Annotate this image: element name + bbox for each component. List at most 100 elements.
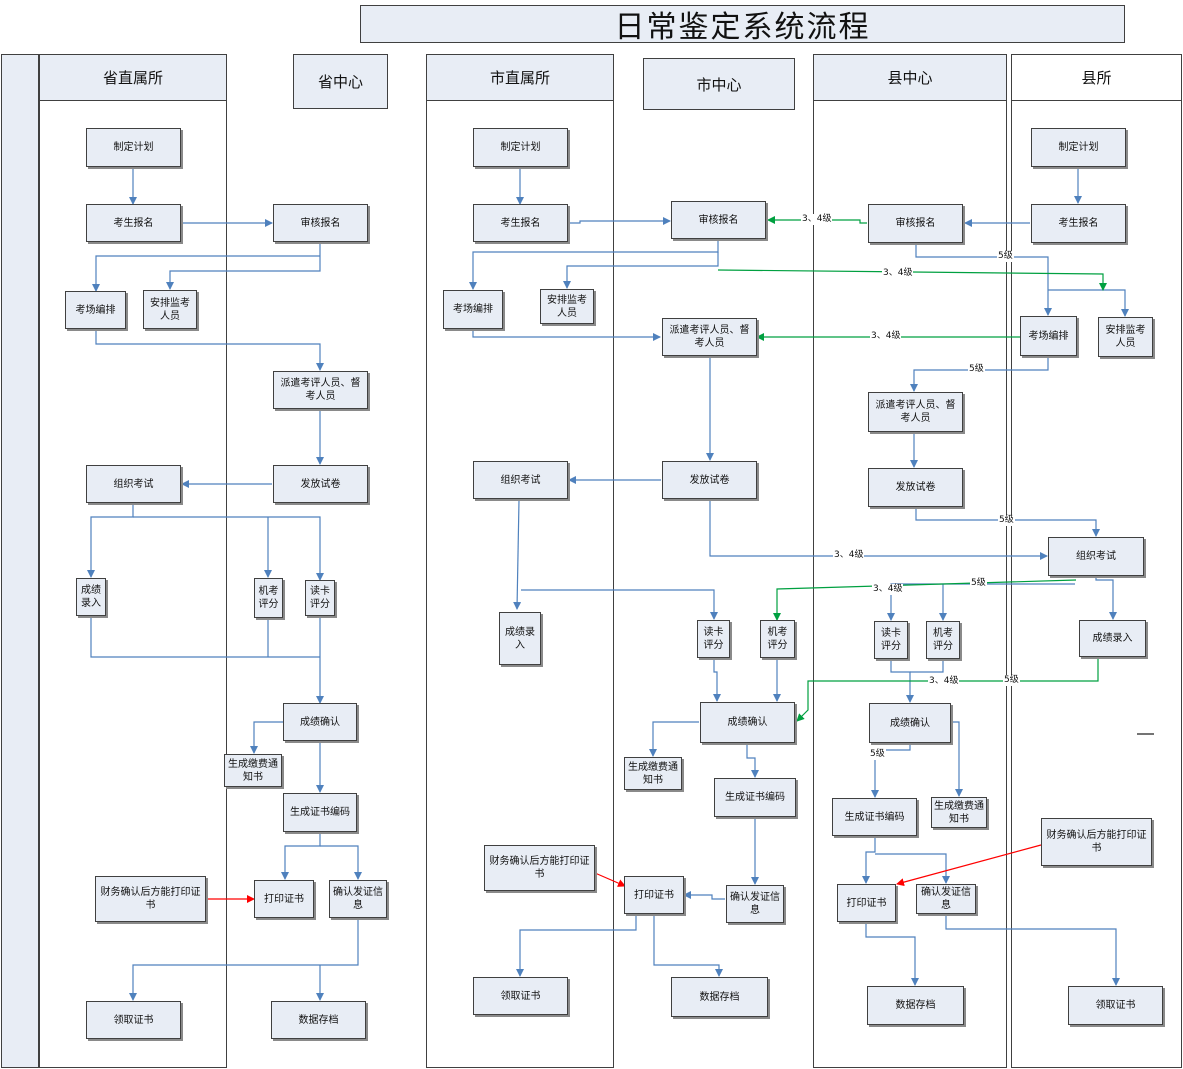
node-archive: 数据存档 [271, 1001, 366, 1039]
edge [871, 743, 911, 798]
node-print: 打印证书 [837, 884, 896, 922]
node-dispatch: 派遣考评人员、督考人员 [868, 392, 963, 432]
lane-header-county-center: 县中心 [813, 54, 1007, 101]
edge [862, 836, 876, 884]
edge-label-level5: 5级 [968, 364, 985, 375]
node-confirm: 成绩确认 [700, 702, 795, 743]
node-finance: 财务确认后方能打印证书 [95, 876, 206, 922]
edge [568, 217, 671, 225]
edge [166, 242, 321, 290]
node-register: 考生报名 [86, 204, 181, 242]
node-print: 打印证书 [254, 880, 314, 918]
node-verify: 确认发证信息 [726, 885, 784, 923]
node-entry: 成绩录入 [499, 612, 541, 665]
node-verify: 确认发证信息 [916, 884, 976, 914]
edge [887, 583, 1075, 621]
edge [516, 914, 637, 977]
edge [513, 499, 522, 610]
node-confirm: 成绩确认 [869, 703, 951, 743]
edge [320, 845, 362, 880]
edge-label-level34: 3、4级 [928, 676, 960, 687]
node-entry: 成绩录入 [1079, 620, 1146, 657]
edge [469, 239, 719, 290]
lane-header-city-center: 市中心 [643, 58, 795, 110]
edge-label-level34: 3、4级 [872, 584, 904, 595]
node-plan: 制定计划 [1031, 128, 1126, 167]
edge-finance [896, 844, 1042, 887]
node-arrange: 考场编排 [443, 290, 503, 329]
edge-label-level5: 5级 [869, 749, 886, 760]
edge-label-level34: 3、4级 [801, 214, 833, 225]
edge-level34 [796, 657, 1099, 722]
edge [281, 832, 321, 880]
node-verify: 确认发证信息 [329, 880, 387, 918]
edge [472, 329, 661, 341]
node-certcode: 生成证书编码 [714, 778, 796, 817]
edge [890, 659, 914, 703]
edge [915, 243, 1052, 316]
edge [250, 721, 283, 754]
node-card: 读卡评分 [874, 621, 908, 659]
edge [129, 918, 359, 1001]
node-collect: 领取证书 [1068, 986, 1163, 1025]
node-papers: 发放试卷 [273, 465, 368, 503]
edge-label-level34: 3、4级 [882, 268, 914, 279]
node-confirm: 成绩确认 [283, 703, 357, 741]
node-plan: 制定计划 [86, 128, 181, 167]
node-finance: 财务确认后方能打印证书 [1041, 818, 1152, 866]
node-review: 审核报名 [273, 204, 368, 242]
node-register: 考生报名 [1031, 204, 1126, 243]
edge [945, 914, 1120, 986]
lane-header-provincial-institute: 省直属所 [39, 54, 227, 101]
node-fee: 生成缴费通知书 [224, 754, 282, 787]
node-collect: 领取证书 [86, 1001, 181, 1039]
node-certcode: 生成证书编码 [832, 798, 917, 836]
edge-label-level34: 3、4级 [870, 331, 902, 342]
edge [87, 503, 134, 578]
node-dispatch: 派遣考评人员、督考人员 [662, 318, 757, 356]
node-card: 读卡评分 [697, 620, 730, 658]
node-fee: 生成缴费通知书 [624, 757, 682, 790]
node-entry: 成绩录入 [76, 578, 106, 616]
edge-label-level5: 5级 [1003, 675, 1020, 686]
edge [521, 589, 718, 620]
node-archive: 数据存档 [671, 977, 768, 1017]
node-collect: 领取证书 [473, 977, 568, 1015]
node-organize: 组织考试 [1048, 537, 1144, 576]
edge [951, 721, 963, 797]
edge-label-level5: 5级 [998, 515, 1015, 526]
edge [649, 721, 699, 757]
node-plan: 制定计划 [473, 128, 568, 167]
node-register: 考生报名 [473, 204, 568, 242]
node-finance: 财务确认后方能打印证书 [484, 845, 595, 891]
edge-level34 [717, 269, 1107, 291]
lane-header-provincial-center: 省中心 [293, 54, 388, 109]
node-dispatch: 派遣考评人员、督考人员 [273, 371, 368, 409]
lane-header-city-institute: 市直属所 [426, 54, 614, 101]
node-staff: 安排监考人员 [540, 289, 594, 324]
node-machine: 机考评分 [254, 578, 283, 618]
edge [746, 743, 759, 778]
edge [910, 659, 944, 673]
edge [1095, 576, 1117, 620]
node-organize: 组织考试 [473, 461, 568, 499]
node-card: 读卡评分 [305, 580, 335, 616]
edge [133, 516, 324, 581]
lane-header-county-institute: 县所 [1011, 54, 1182, 101]
node-machine: 机考评分 [926, 621, 960, 659]
edge [1048, 289, 1129, 317]
edge-label-level5: 5级 [997, 251, 1014, 262]
node-archive: 数据存档 [867, 986, 964, 1025]
node-arrange: 考场编排 [65, 291, 126, 329]
lane-left-margin [1, 54, 39, 1068]
node-print: 打印证书 [624, 876, 684, 914]
edge [875, 853, 950, 884]
edge-finance [594, 872, 626, 887]
node-review: 审核报名 [868, 204, 963, 243]
edge-level34 [773, 579, 1077, 621]
page-title: 日常鉴定系统流程 [360, 5, 1125, 45]
node-papers: 发放试卷 [662, 461, 757, 499]
node-certcode: 生成证书编码 [283, 793, 357, 832]
